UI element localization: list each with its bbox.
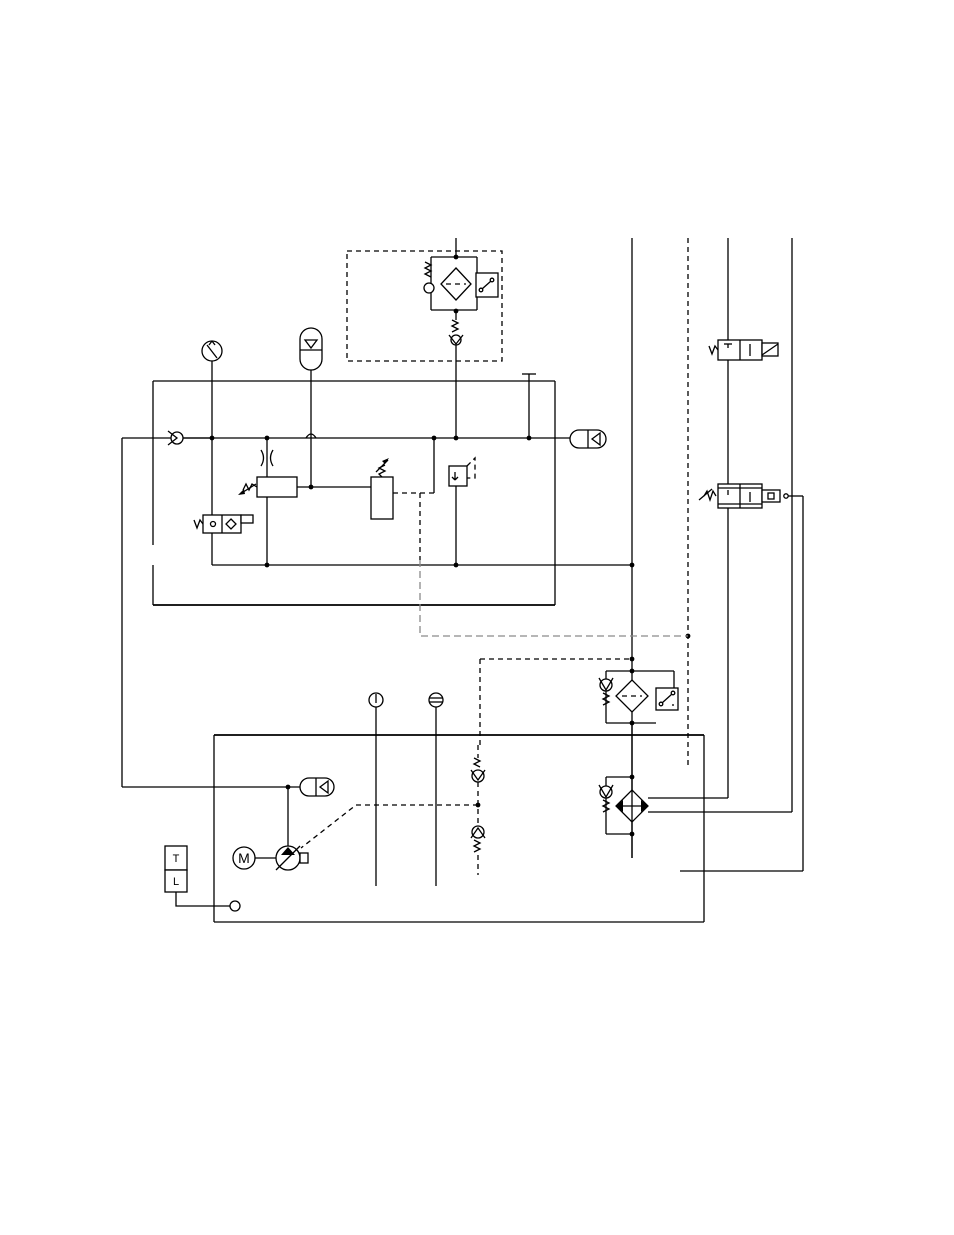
reservoir: M (214, 693, 792, 922)
pressure-valve-lower-icon (699, 484, 788, 508)
breather-check-valve-lower-icon (471, 826, 485, 852)
pilot-valve-icon (449, 458, 475, 486)
level-gauge-icon (429, 693, 443, 886)
breather-check-valve-upper-icon (471, 758, 485, 782)
return-filter-assembly (347, 238, 502, 440)
bypass-check-valve-icon (424, 262, 434, 293)
manifold-block (122, 328, 634, 787)
filter-element-icon (616, 680, 648, 712)
motor-label: M (238, 850, 250, 866)
solenoid-dump-valve-icon (194, 515, 253, 533)
pressure-reducing-valve-icon (371, 458, 393, 519)
pressure-switch-icon (656, 688, 678, 710)
variable-pump-icon (276, 846, 308, 870)
inline-check-valve-icon (449, 320, 463, 345)
pressure-switch-icon (476, 273, 498, 297)
heat-exchanger-icon (616, 790, 648, 822)
pressure-coupler-icon (570, 430, 606, 448)
relief-valve-icon (238, 477, 297, 497)
pressure-gauge-icon (202, 341, 222, 361)
level-temp-switch: T L (165, 846, 230, 906)
solenoid-valve-upper-icon (709, 340, 778, 360)
manifold-check-valve-icon (168, 431, 212, 445)
accumulator-icon (300, 328, 322, 370)
pressure-filter-assembly (480, 657, 678, 745)
motor-icon: M (233, 847, 255, 869)
tank-bottom-label: L (173, 876, 179, 888)
filter-element-icon (441, 268, 471, 300)
return-coupler-icon (300, 778, 334, 796)
temperature-gauge-icon (369, 693, 383, 886)
bypass-check-valve-icon (599, 678, 613, 705)
cooler-bypass-check-icon (599, 785, 613, 812)
vertical-lines (632, 238, 792, 858)
tank-top-label: T (173, 853, 180, 865)
